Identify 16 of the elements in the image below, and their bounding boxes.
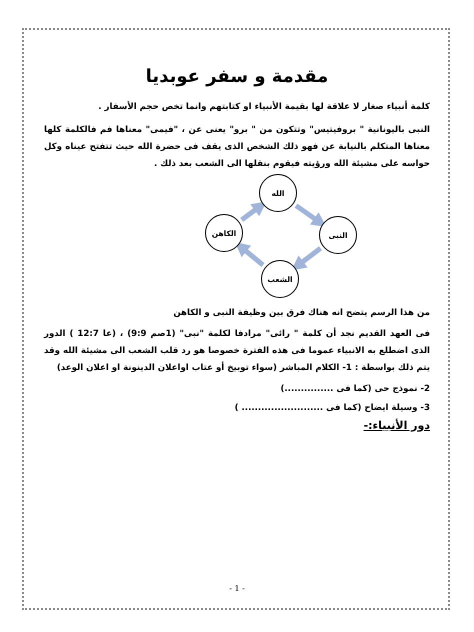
circle-node [259,174,297,212]
arrow [240,201,267,222]
arrow [234,242,265,267]
section-heading: دور الأنبياء:- [362,419,430,432]
title: مقدمة و سفر عوبديا [144,66,330,87]
circle-node [319,216,357,254]
paragraph: من هذا الرسم يتضح انه هناك فرق بين وظيفة النبى و الكاهن [172,307,430,320]
circle-node [205,214,243,252]
list-item: 2- نموذج حى (كما فى ...............) [279,383,430,396]
paragraph: النبى باليونانية " بروفيتيس" وتتكون من " برو" يعنى عن ، "فيمى" معناها فم فالكلمة كلها معناها المتكلم بالنيابة عن فهو ذلك الشخص الذى يقف فى حضرة الله حيث تتفتح عيناه وكل حواسه على مشيئة الله ورؤيته فيقوم بنقلها الى الشعب بعد ذلك . [44,124,430,171]
circle-node [261,260,299,298]
list-item: 3- وسيلة ايضاح (كما فى ......................... ) [234,402,430,415]
paragraph: فى العهد القديم نجد أن كلمة " رائى" مرادفا لكلمة "نبى" (1صم 9:9) ، (عا 12:7 ) الدور الذى اضطلع به الانبياء عموما فى هذه الفترة خصوصا هو رد قلب الشعب الى مشيئة الله وقد يتم ذلك بواسطة : 1- الكلام المباشر (سواء توبيخ أو عتاب اواعلان الدينونة او اعلان الوعد) [44,326,430,375]
page-number: - 1 - [228,584,246,593]
paragraph: كلمة أنبياء صغار لا علاقة لها بقيمة الأنبياء او كتابتهم وانما تخص حجم الأسفار . [97,100,430,114]
arrow [291,246,322,271]
